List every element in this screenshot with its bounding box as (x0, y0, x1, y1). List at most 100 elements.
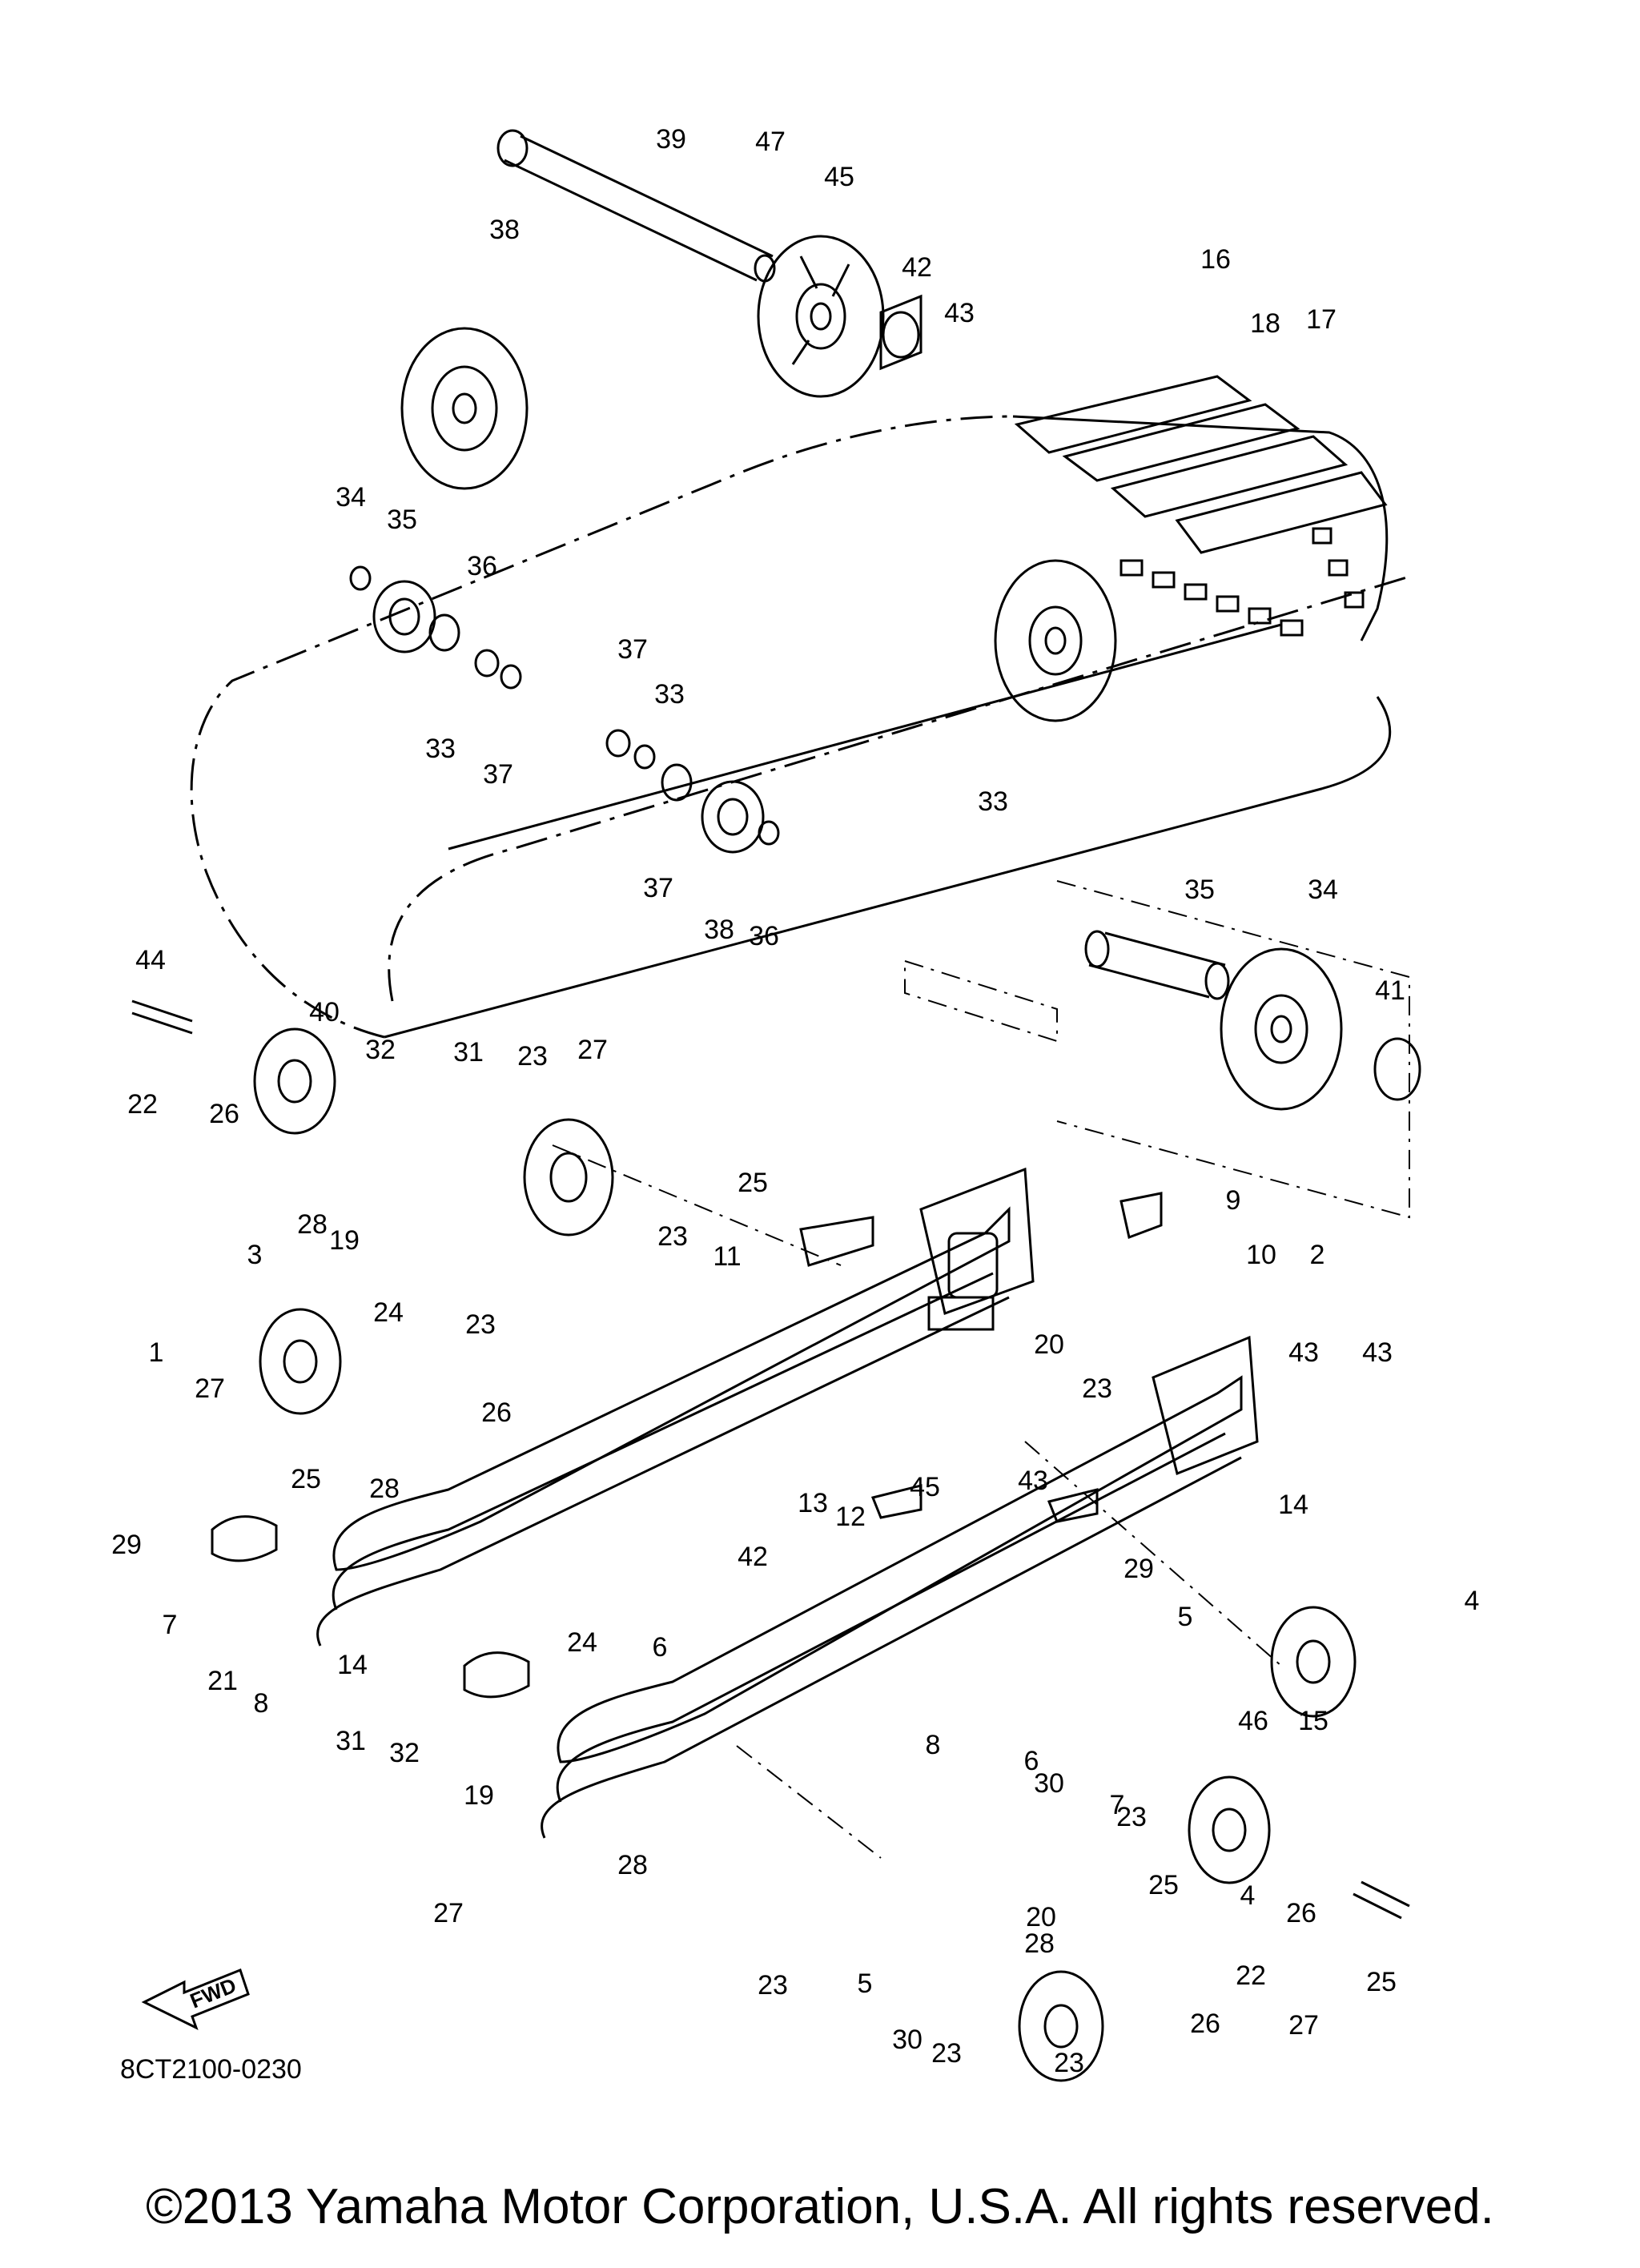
callout-31: 31 (336, 1726, 366, 1756)
callout-38: 38 (704, 915, 734, 945)
collar (879, 294, 922, 371)
callout-23: 23 (1082, 1373, 1112, 1404)
callout-37: 37 (643, 873, 673, 903)
copyright-notice: ©2013 Yamaha Motor Corporation, U.S.A. A… (146, 2179, 1494, 2234)
callout-20: 20 (1034, 1329, 1064, 1360)
callout-36: 36 (467, 551, 497, 581)
callout-6: 6 (1024, 1746, 1039, 1776)
callout-25: 25 (291, 1464, 321, 1494)
callout-20: 20 (1026, 1902, 1056, 1932)
callout-23: 23 (1116, 1802, 1147, 1832)
callout-4: 4 (1240, 1880, 1256, 1911)
callout-23: 23 (931, 2038, 962, 2069)
callout-27: 27 (433, 1898, 464, 1928)
callout-8: 8 (254, 1688, 269, 1719)
callout-42: 42 (738, 1542, 768, 1572)
callout-31: 31 (453, 1037, 484, 1068)
callout-1: 1 (149, 1337, 164, 1368)
callout-28: 28 (369, 1474, 400, 1504)
callout-29: 29 (1123, 1554, 1154, 1584)
callout-33: 33 (978, 786, 1008, 817)
callout-30: 30 (892, 2025, 922, 2055)
rear-axle-shaft (496, 129, 776, 283)
callout-28: 28 (617, 1850, 648, 1880)
callout-24: 24 (373, 1297, 404, 1328)
callout-43: 43 (1288, 1337, 1319, 1368)
callout-10: 10 (1246, 1240, 1276, 1270)
callout-12: 12 (835, 1502, 866, 1532)
callout-5: 5 (1178, 1602, 1193, 1632)
callout-23: 23 (465, 1309, 496, 1340)
callout-27: 27 (195, 1373, 225, 1404)
callout-15: 15 (1298, 1706, 1328, 1736)
callout-35: 35 (1184, 875, 1215, 905)
callout-13: 13 (798, 1488, 828, 1518)
callout-22: 22 (1236, 1960, 1266, 1991)
rear-wheel-left (400, 327, 529, 490)
callout-14: 14 (337, 1650, 368, 1680)
callout-27: 27 (577, 1035, 608, 1065)
track-cleats (1014, 375, 1388, 637)
forward-arrow-icon: FWD (141, 1968, 250, 2030)
callout-11: 11 (713, 1241, 741, 1272)
callout-25: 25 (1366, 1967, 1397, 1997)
right-slide-rail (541, 1335, 1259, 1839)
callout-25: 25 (1148, 1870, 1179, 1900)
callout-9: 9 (1226, 1185, 1241, 1216)
callout-39: 39 (656, 124, 686, 155)
fittings (131, 999, 1410, 1920)
callout-36: 36 (749, 921, 779, 951)
callout-40: 40 (309, 997, 340, 1027)
callout-29: 29 (111, 1530, 142, 1560)
callout-14: 14 (1278, 1490, 1308, 1520)
callout-28: 28 (1024, 1928, 1055, 1959)
callout-4: 4 (1465, 1586, 1480, 1616)
callout-23: 23 (1054, 2048, 1084, 2078)
callout-43: 43 (944, 298, 975, 328)
callout-19: 19 (464, 1780, 494, 1811)
callout-19: 19 (329, 1225, 360, 1256)
callout-38: 38 (489, 215, 520, 245)
track-belt (190, 415, 1410, 1039)
mid-wheel (994, 559, 1117, 722)
callout-42: 42 (902, 252, 932, 283)
callout-2: 2 (1310, 1240, 1325, 1270)
callout-23: 23 (758, 1970, 788, 2001)
callout-35: 35 (387, 505, 417, 535)
callout-32: 32 (389, 1738, 420, 1768)
diagram-code: 8CT2100-0230 (120, 2054, 302, 2085)
callout-26: 26 (209, 1099, 239, 1129)
callout-3: 3 (247, 1240, 263, 1270)
callout-7: 7 (1110, 1790, 1125, 1820)
callout-33: 33 (425, 734, 456, 764)
callout-26: 26 (1190, 2009, 1220, 2039)
callout-24: 24 (567, 1627, 597, 1658)
callout-33: 33 (654, 679, 685, 710)
callout-21: 21 (207, 1666, 238, 1696)
callout-37: 37 (617, 634, 648, 665)
callout-45: 45 (824, 162, 854, 192)
callout-30: 30 (1034, 1768, 1064, 1799)
callout-17: 17 (1306, 304, 1337, 335)
callout-6: 6 (653, 1632, 668, 1663)
rear-wheel-right (757, 235, 885, 398)
callout-34: 34 (336, 482, 366, 513)
callout-25: 25 (738, 1168, 768, 1198)
callout-8: 8 (926, 1730, 941, 1760)
callout-43: 43 (1362, 1337, 1393, 1368)
callout-32: 32 (365, 1035, 396, 1065)
callout-47: 47 (755, 127, 786, 157)
callout-46: 46 (1238, 1706, 1268, 1736)
callout-26: 26 (481, 1397, 512, 1428)
callout-44: 44 (135, 945, 166, 975)
assembly-lines (552, 880, 1410, 1859)
callout-5: 5 (858, 1968, 873, 1999)
callout-23: 23 (517, 1041, 548, 1072)
callout-7: 7 (163, 1610, 178, 1640)
callout-37: 37 (483, 759, 513, 790)
callout-23: 23 (657, 1221, 688, 1252)
front-axle-group (1084, 930, 1421, 1111)
